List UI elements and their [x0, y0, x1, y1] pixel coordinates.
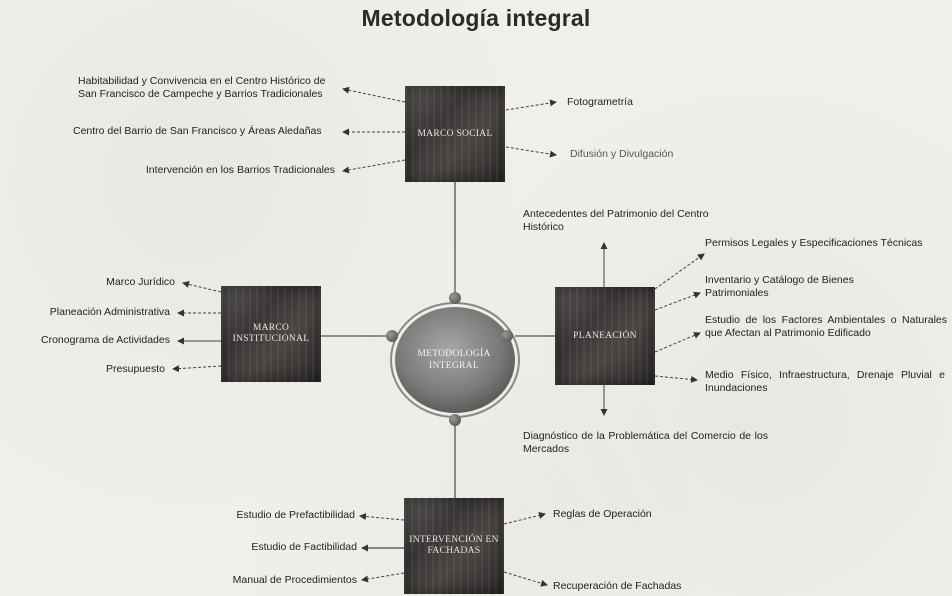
label-prefactibilidad: Estudio de Prefactibilidad	[236, 509, 356, 521]
label-planeacion-admin: Planeación Administrativa	[49, 306, 170, 318]
node-marco-social-label: MARCO SOCIAL	[417, 128, 493, 139]
center-circle	[395, 307, 515, 413]
label-cronograma: Cronograma de Actividades	[41, 334, 170, 346]
label-diagnostico: Diagnóstico de la Problemática del Comer…	[523, 430, 768, 455]
label-recuperacion: Recuperación de Fachadas	[553, 580, 682, 592]
dot-bottom	[449, 414, 461, 426]
label-medio-fisico: Medio Físico, Infraestructura, Drenaje P…	[705, 369, 945, 394]
dot-left	[386, 330, 398, 342]
label-inventario: Inventario y Catálogo de Bienes Patrimon…	[705, 274, 854, 299]
dot-top	[449, 292, 461, 304]
arrow-fotogrametria	[505, 99, 557, 111]
label-manual: Manual de Procedimientos	[232, 574, 357, 586]
arrow-difusion	[505, 146, 557, 158]
arrow-permisos	[654, 253, 705, 290]
node-planeacion-label: PLANEACIÓN	[573, 330, 637, 341]
arrow-medio-fisico	[654, 375, 698, 383]
node-marco-institucional-label: MARCO INSTITUCIONAL	[232, 323, 310, 344]
label-estudio-factores: Estudio de los Factores Ambientales o Na…	[705, 314, 947, 339]
diagram-title: Metodología integral	[361, 5, 591, 31]
label-marco-juridico: Marco Jurídico	[106, 276, 175, 288]
center-node: METODOLOGÍA INTEGRAL	[393, 306, 515, 414]
node-marco-institucional: MARCO INSTITUCIONAL	[221, 286, 321, 382]
label-reglas: Reglas de Operación	[553, 508, 652, 520]
label-presupuesto: Presupuesto	[106, 363, 165, 375]
arrow-manual	[361, 572, 405, 583]
arrow-estudio-factores	[654, 332, 701, 353]
label-fotogrametria: Fotogrametría	[567, 96, 633, 108]
arrow-prefactibilidad	[359, 513, 405, 521]
label-centro-barrio: Centro del Barrio de San Francisco y Áre…	[73, 125, 322, 137]
dot-right	[501, 330, 513, 342]
node-planeacion: PLANEACIÓN	[555, 287, 655, 385]
label-difusion: Difusión y Divulgación	[570, 148, 674, 160]
label-antecedentes: Antecedentes del Patrimonio del Centro H…	[523, 208, 709, 233]
label-habitabilidad: Habitabilidad y Convivencia en el Centro…	[78, 75, 326, 100]
node-intervencion-fachadas-label: INTERVENCIÓN EN FACHADAS	[409, 535, 499, 556]
node-intervencion-fachadas: INTERVENCIÓN EN FACHADAS	[404, 498, 504, 594]
arrow-intervencion-barrios	[342, 159, 406, 174]
arrow-marco-juridico	[182, 280, 222, 293]
label-intervencion-barrios: Intervención en los Barrios Tradicionale…	[145, 164, 335, 176]
label-permisos: Permisos Legales y Especificaciones Técn…	[705, 237, 923, 249]
label-factibilidad: Estudio de Factibilidad	[251, 541, 357, 553]
arrow-presupuesto	[172, 365, 222, 373]
arrow-reglas	[503, 512, 546, 525]
node-marco-social: MARCO SOCIAL	[405, 86, 505, 182]
arrow-habitabilidad	[342, 86, 406, 103]
arrow-inventario	[654, 291, 701, 311]
center-label: METODOLOGÍA INTEGRAL	[417, 349, 491, 371]
arrow-recuperacion	[503, 571, 548, 587]
